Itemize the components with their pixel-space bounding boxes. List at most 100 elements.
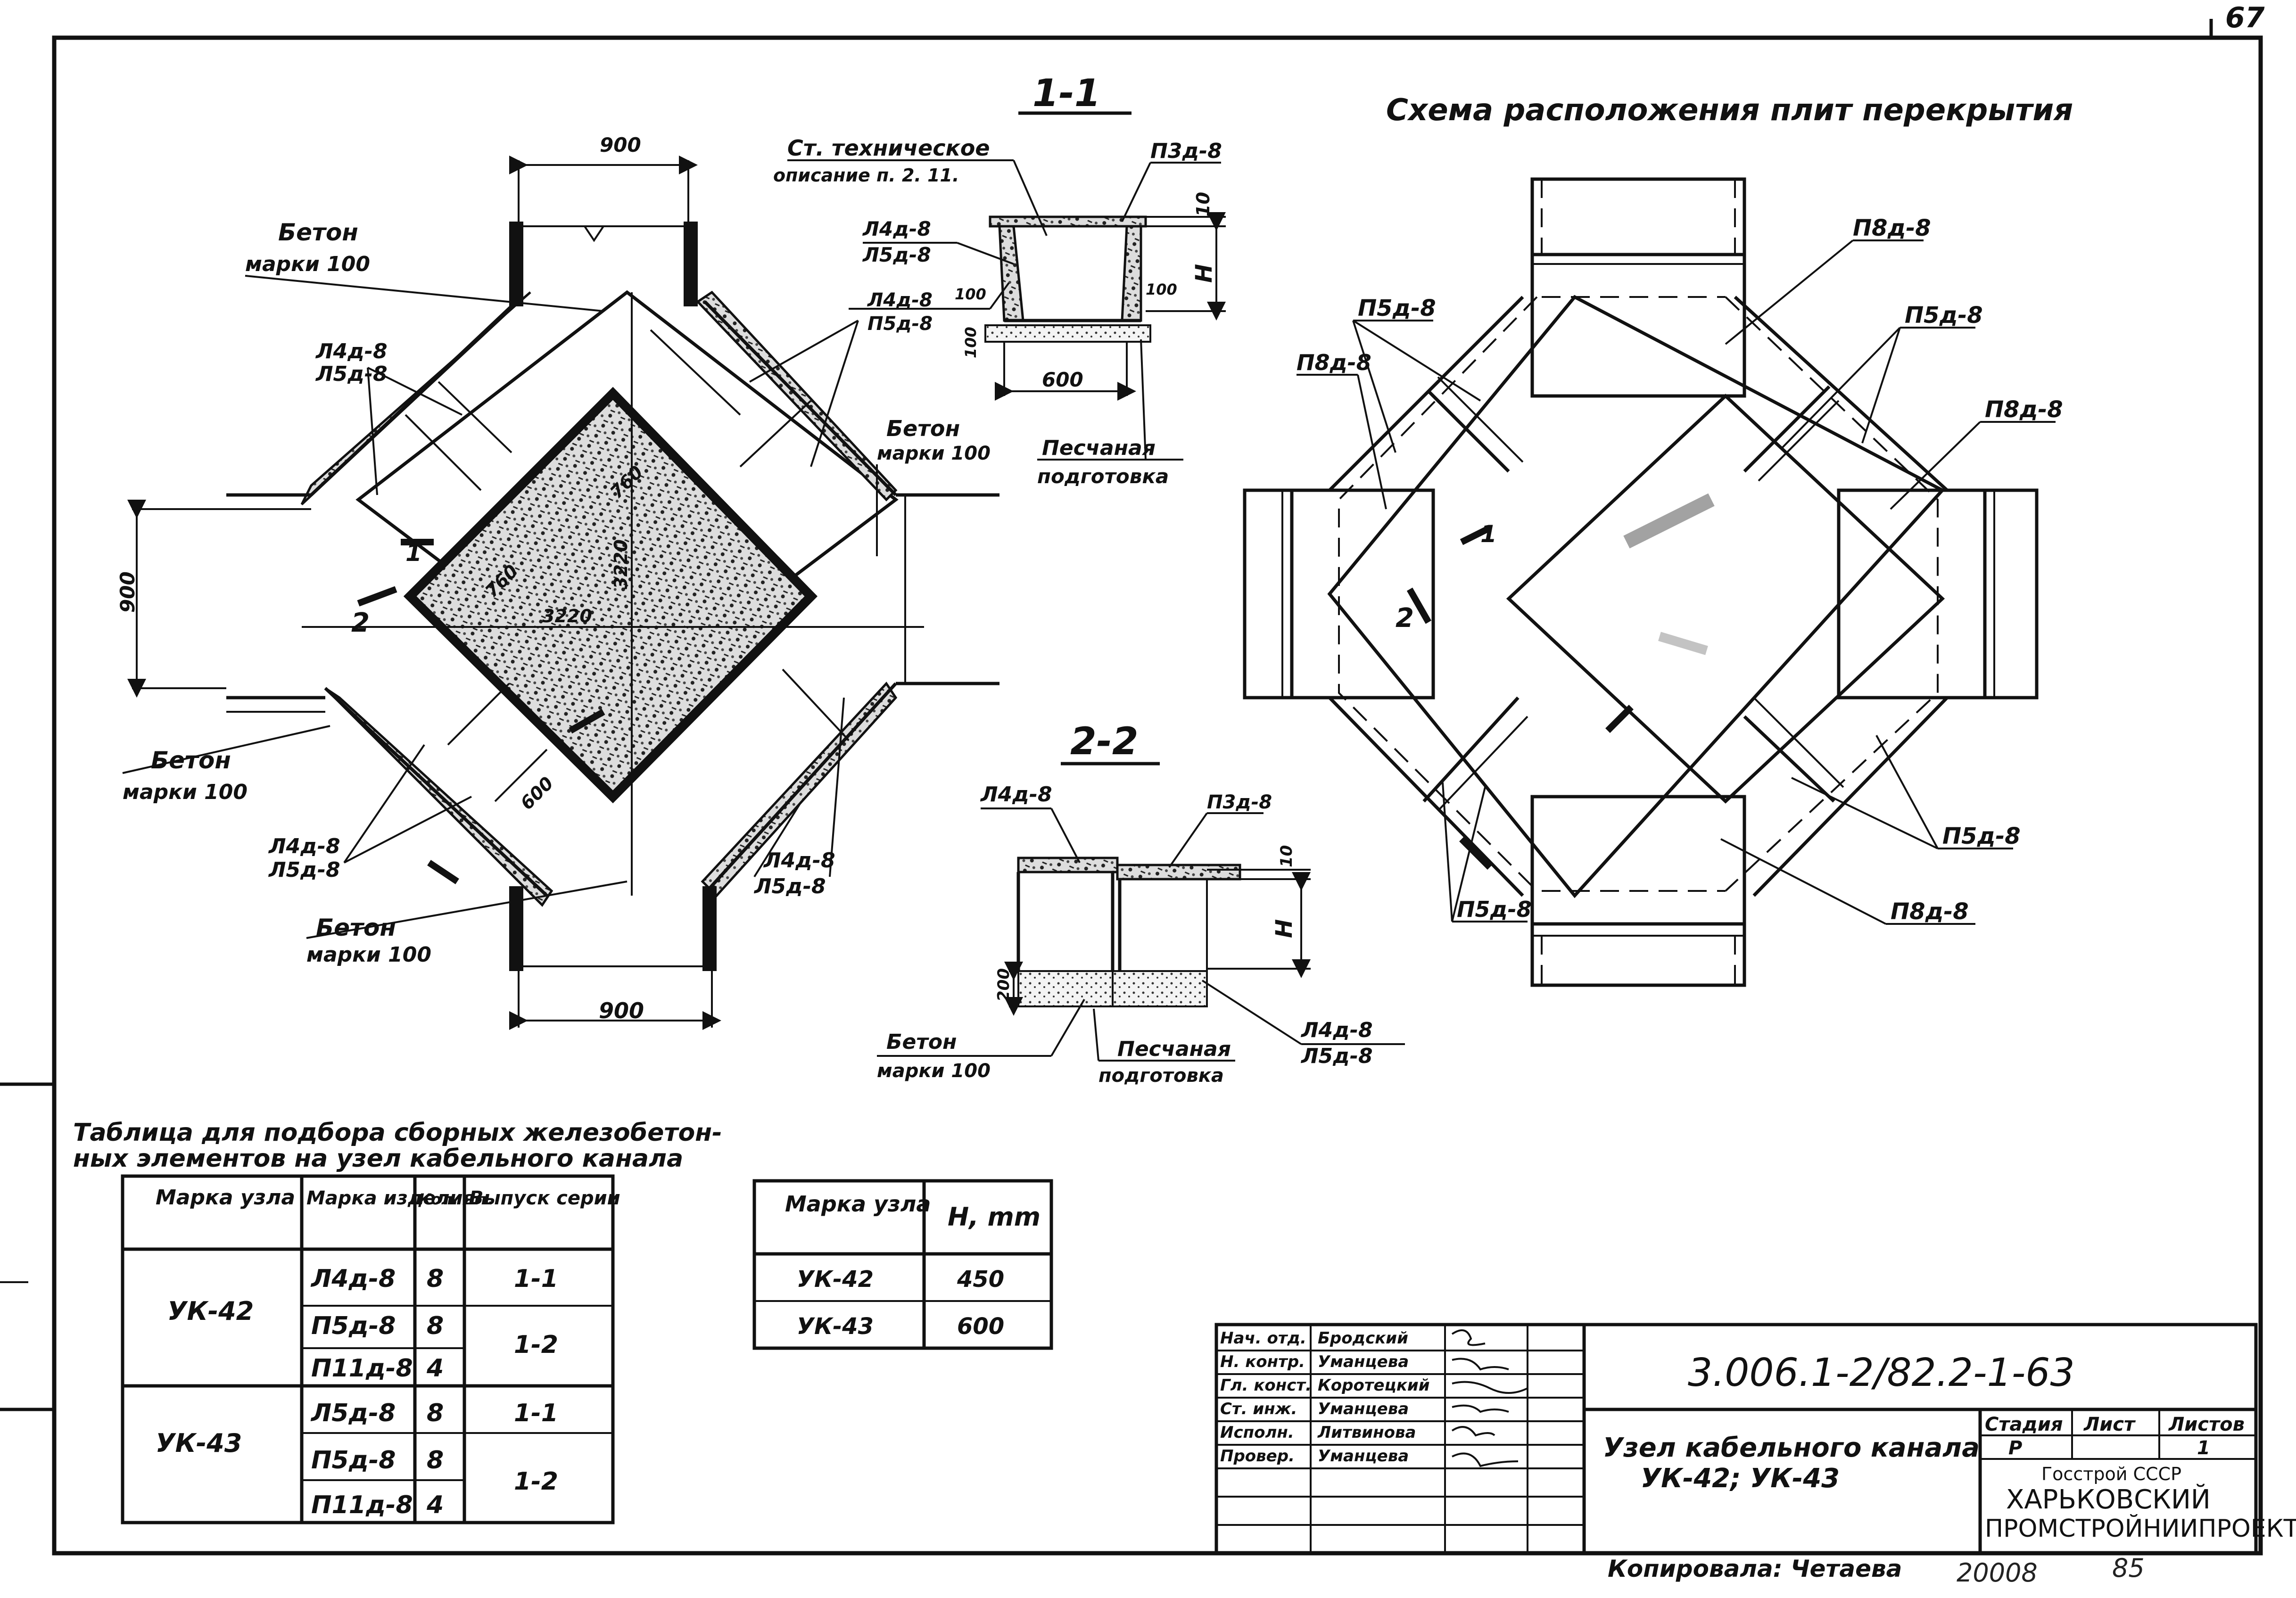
selection-table [121,1174,615,1524]
height-h-0: 450 [957,1266,1004,1293]
name-2: Коротецкий [1318,1376,1430,1395]
org-line-1: Госстрой СССР [2041,1464,2181,1484]
label-beton-r-1: Бетон [886,416,960,441]
dim-600: 600 [516,773,557,814]
height-header-node: Марка узла [785,1191,931,1217]
sel-item-0-0: Л4д-8 [310,1265,396,1293]
role-4: Исполн. [1220,1423,1294,1442]
dim-3220-vertical: 3220 [611,539,631,589]
sel-qty-1-1: 8 [427,1446,444,1474]
sel-series-0-0: 1-1 [514,1265,558,1293]
section-1-1-dim-600: 600 [1042,368,1083,391]
sel-series-0-1: 1-2 [514,1331,558,1359]
sel-qty-1-0: 8 [427,1399,444,1427]
height-header-h: H, mm [948,1202,1041,1232]
slab-p8-right: П8д-8 [1985,396,2063,423]
role-1: Н. контр. [1220,1352,1305,1371]
section-2-2-l4: Л4д-8 [980,783,1052,807]
section-1-1-dim-100-a: 100 [955,285,986,303]
slab-scheme [1243,177,2039,987]
section-2-2-l4-b: Л4д-8 [1300,1018,1373,1042]
sheet-frame [52,35,2263,1556]
sel-qty-1-2: 4 [426,1491,444,1519]
label-l4-br: Л4д-8 [763,848,835,873]
name-1: Уманцева [1318,1352,1409,1371]
footer-number: 20008 [1957,1558,2038,1588]
height-node-1: УК-43 [797,1313,874,1340]
sel-qty-0-1: 8 [427,1312,444,1340]
section-1-1-sand-1: Песчаная [1042,436,1156,460]
section-1-1-l5: Л5д-8 [862,243,931,266]
label-beton-tl-1: Бетон [278,219,358,246]
dim-900-bottom: 900 [599,998,644,1023]
label-l5-tl: Л5д-8 [315,362,388,386]
label-beton-b-1: Бетон [316,914,396,941]
slab-scheme-title: Схема расположения плит перекрытия [1386,93,2073,128]
sheets-value: 1 [2197,1437,2210,1459]
section-1-1-sand-2: подготовка [1037,465,1169,488]
sheet-corner-mark: 67 [2225,1,2265,34]
height-h-1: 600 [957,1313,1004,1340]
sheets-header: Листов [2168,1414,2245,1435]
sel-qty-0-0: 8 [427,1265,444,1293]
selection-table-title-2: ных элементов на узел кабельного канала [73,1145,683,1173]
slab-p8-top: П8д-8 [1853,215,1931,241]
section-1-1-dim-h: H [1191,264,1217,283]
sel-item-1-1: П5д-8 [311,1446,396,1474]
title-desc-2: УК-42; УК-43 [1641,1463,1840,1494]
selection-table-title-1: Таблица для подбора сборных железобетон- [73,1119,722,1147]
name-3: Уманцева [1318,1400,1409,1418]
sel-node-uk42: УК-42 [167,1296,254,1326]
plan-view [127,156,999,1030]
section-2-2 [1004,762,1311,1016]
sel-series-1-0: 1-1 [514,1399,558,1427]
name-0: Бродский [1318,1329,1408,1348]
plan-section-1: 1 [405,539,422,567]
sel-qty-0-2: 4 [426,1354,444,1383]
section-2-2-sand-1: Песчаная [1117,1037,1231,1061]
sel-item-1-0: Л5д-8 [310,1399,396,1427]
sel-header-item: Марка изделия [306,1187,475,1209]
dim-900-top: 900 [600,133,641,157]
sel-node-uk43: УК-43 [156,1428,242,1458]
sel-item-0-2: П11д-8 [311,1354,413,1383]
plan-section-2: 2 [351,608,370,638]
slab-p8-bottom: П8д-8 [1891,898,1969,925]
height-node-0: УК-42 [797,1266,874,1293]
sel-header-qty: Кол. шт. [419,1190,494,1208]
stage-header: Стадия [1985,1414,2063,1435]
sel-header-node: Марка узла [156,1186,295,1210]
section-2-2-beton-2: марки 100 [877,1060,991,1082]
title-block [1214,1323,2258,1555]
section-1-1-title: 1-1 [1032,71,1101,115]
section-2-2-sand-2: подготовка [1098,1065,1224,1087]
label-beton-b-2: марки 100 [306,943,431,967]
label-l5-br: Л5д-8 [753,874,826,898]
slab-p5-topleft: П5д-8 [1358,295,1436,321]
slab-p5-bottomleft: П5д-8 [1457,897,1532,922]
label-l4-tr: Л4д-8 [867,289,933,311]
section-1-1-note-2: описание п. 2. 11. [773,165,959,186]
label-l5-bl: Л5д-8 [268,858,340,882]
section-1-1-l4: Л4д-8 [862,217,931,240]
slab-section-1: 1 [1480,520,1497,548]
label-beton-tl-2: марки 100 [245,252,370,276]
slab-p8-left: П8д-8 [1297,350,1371,375]
sel-header-series: Выпуск серии [469,1187,620,1209]
label-p5-tr: П5д-8 [867,313,933,335]
section-1-1-note-1: Ст. техническое [787,135,990,161]
section-2-2-dim-h: H [1271,919,1297,938]
role-0: Нач. отд. [1220,1329,1306,1348]
title-desc-1: Узел кабельного канала [1603,1433,1980,1463]
slab-section-2: 2 [1396,603,1414,634]
name-5: Уманцева [1318,1447,1409,1466]
sheet-header: Лист [2083,1414,2136,1435]
section-2-2-beton-1: Бетон [886,1030,957,1054]
section-2-2-dim-200: 200 [994,968,1013,1002]
label-l4-tl: Л4д-8 [315,339,388,363]
dim-3220: 3220 [542,606,592,626]
section-1-1 [984,111,1226,401]
section-2-2-p3: П3д-8 [1207,791,1272,813]
footer-num2: 85 [2112,1553,2145,1583]
